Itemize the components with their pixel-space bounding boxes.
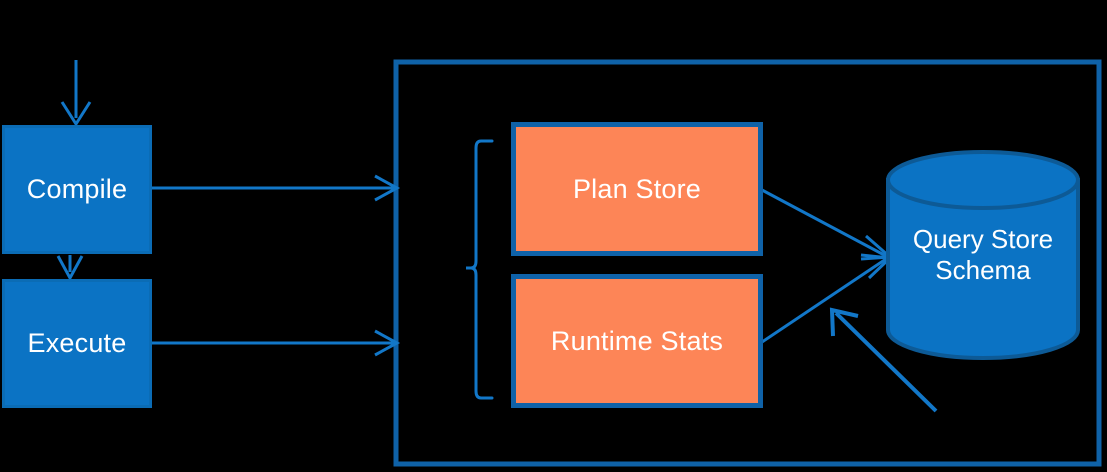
plan-store-to-schema-arrow bbox=[761, 188, 894, 261]
compile-label: Compile bbox=[26, 174, 128, 204]
input-to-compile-arrow bbox=[60, 60, 92, 127]
query-store-container[interactable] bbox=[393, 59, 1102, 467]
external-to-schema-arrow bbox=[829, 307, 938, 413]
compile-to-container-arrow bbox=[152, 174, 401, 202]
execute-node[interactable]: Execute bbox=[2, 279, 152, 408]
compile-node[interactable]: Compile bbox=[2, 125, 152, 254]
store-group-brace-icon bbox=[466, 139, 494, 400]
plan-store-label: Plan Store bbox=[572, 173, 702, 204]
runtime-stats-to-schema-arrow bbox=[761, 253, 894, 344]
execute-to-container-arrow bbox=[152, 329, 401, 357]
runtime-stats-label: Runtime Stats bbox=[550, 325, 724, 356]
runtime-stats-node[interactable]: Runtime Stats bbox=[511, 274, 763, 408]
execute-label: Execute bbox=[27, 328, 127, 358]
plan-store-node[interactable]: Plan Store bbox=[511, 122, 763, 256]
compile-to-execute-arrow bbox=[56, 255, 84, 282]
query-store-schema-cylinder[interactable] bbox=[886, 150, 1080, 360]
